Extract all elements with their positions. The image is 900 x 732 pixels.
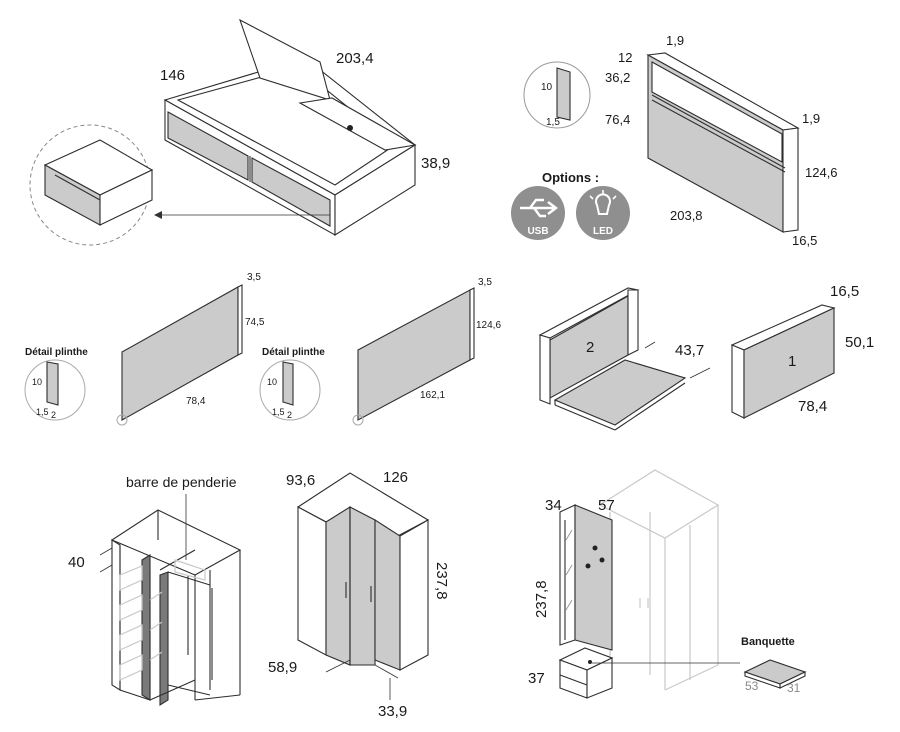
large-panel-detail-10: 10 — [267, 377, 277, 387]
headboard-depth-label: 16,5 — [792, 233, 817, 248]
bench-drawing — [743, 659, 807, 689]
large-panel-detail-15: 1,5 — [272, 407, 285, 417]
large-panel-detail-title: Détail plinthe — [262, 347, 325, 358]
hall-unit-dim-57: 57 — [598, 497, 615, 514]
options-label: Options : — [542, 170, 599, 185]
large-panel-drawing — [352, 287, 475, 426]
bench-label: Banquette — [741, 636, 795, 648]
small-panel-detail-circle — [24, 359, 86, 421]
headboard-dim-36: 36,2 — [605, 70, 630, 85]
corner-wardrobe-closed-drawing — [296, 472, 430, 671]
headboard-width-label: 203,8 — [670, 208, 703, 223]
bed-width-label: 203,4 — [336, 50, 374, 67]
bed-depth-label: 146 — [160, 67, 185, 84]
headboard-dim-76: 76,4 — [605, 112, 630, 127]
desk-closed-drawing — [730, 304, 836, 419]
detail-arrow-icon — [154, 211, 162, 219]
desk-open-drawing — [538, 287, 711, 431]
drawer-detail-circle — [29, 124, 154, 246]
large-panel-thickness: 3,5 — [478, 277, 492, 288]
storage-bed-drawing — [163, 18, 417, 236]
headboard-height-label: 124,6 — [805, 165, 838, 180]
led-option-icon: LED — [576, 186, 630, 240]
large-panel-detail-circle — [259, 359, 321, 421]
small-panel-detail-15: 1,5 — [36, 407, 49, 417]
open-wardrobe-dim-tick-1 — [99, 547, 113, 556]
hall-unit-height: 237,8 — [533, 580, 550, 618]
small-panel-detail-title: Détail plinthe — [25, 347, 88, 358]
desk-unit-1-label: 1 — [788, 353, 796, 370]
usb-option-icon: USB — [511, 186, 565, 240]
hall-unit-dim-37: 37 — [528, 670, 545, 687]
closed-wardrobe-dim-line-2 — [374, 664, 399, 679]
open-wardrobe-depth-label: 40 — [68, 554, 85, 571]
closed-wardrobe-left-depth: 93,6 — [286, 472, 315, 489]
small-panel-height: 74,5 — [245, 317, 265, 328]
small-panel-thickness: 3,5 — [247, 272, 261, 283]
hanging-rail-label: barre de penderie — [126, 474, 237, 490]
bench-width-label: 53 — [745, 679, 759, 693]
cable-hole-icon — [347, 125, 353, 131]
large-panel-height: 124,6 — [476, 320, 501, 331]
corner-wardrobe-open-drawing — [110, 509, 242, 706]
hall-unit-dim-34: 34 — [545, 497, 562, 514]
headboard-drawing — [646, 52, 800, 233]
desk-closed-height-label: 50,1 — [845, 334, 874, 351]
closed-wardrobe-right-depth: 126 — [383, 469, 408, 486]
usb-label: USB — [527, 226, 548, 237]
small-panel-detail-2: 2 — [51, 410, 56, 420]
headboard-top-thickness-right: 1,9 — [802, 111, 820, 126]
hall-unit-drawing — [558, 504, 614, 699]
large-panel-width: 162,1 — [420, 390, 445, 401]
headboard-top-thickness-left: 1,9 — [666, 33, 684, 48]
small-panel-detail-10: 10 — [32, 377, 42, 387]
closed-wardrobe-front-right: 33,9 — [378, 703, 407, 720]
headboard-detail-15: 1,5 — [546, 117, 560, 128]
desk-closed-width-label: 78,4 — [798, 398, 827, 415]
bench-depth-label: 31 — [787, 681, 801, 695]
headboard-dim-12: 12 — [618, 50, 632, 65]
hall-unit-ghost-wardrobe — [598, 469, 720, 691]
closed-wardrobe-height: 237,8 — [433, 562, 450, 600]
desk-closed-depth-label: 16,5 — [830, 283, 859, 300]
closed-wardrobe-dim-line-1 — [325, 659, 351, 673]
open-wardrobe-dim-tick-2 — [99, 564, 113, 573]
bed-height-label: 38,9 — [421, 155, 450, 172]
small-panel-drawing — [116, 284, 243, 426]
led-label: LED — [593, 226, 613, 237]
headboard-detail-circle — [523, 61, 591, 129]
headboard-detail-10: 10 — [541, 82, 553, 93]
desk-depth-label: 43,7 — [675, 342, 704, 359]
desk-unit-2-label: 2 — [586, 339, 594, 356]
closed-wardrobe-front-left: 58,9 — [268, 659, 297, 676]
large-panel-detail-2: 2 — [287, 410, 292, 420]
small-panel-width: 78,4 — [186, 396, 206, 407]
